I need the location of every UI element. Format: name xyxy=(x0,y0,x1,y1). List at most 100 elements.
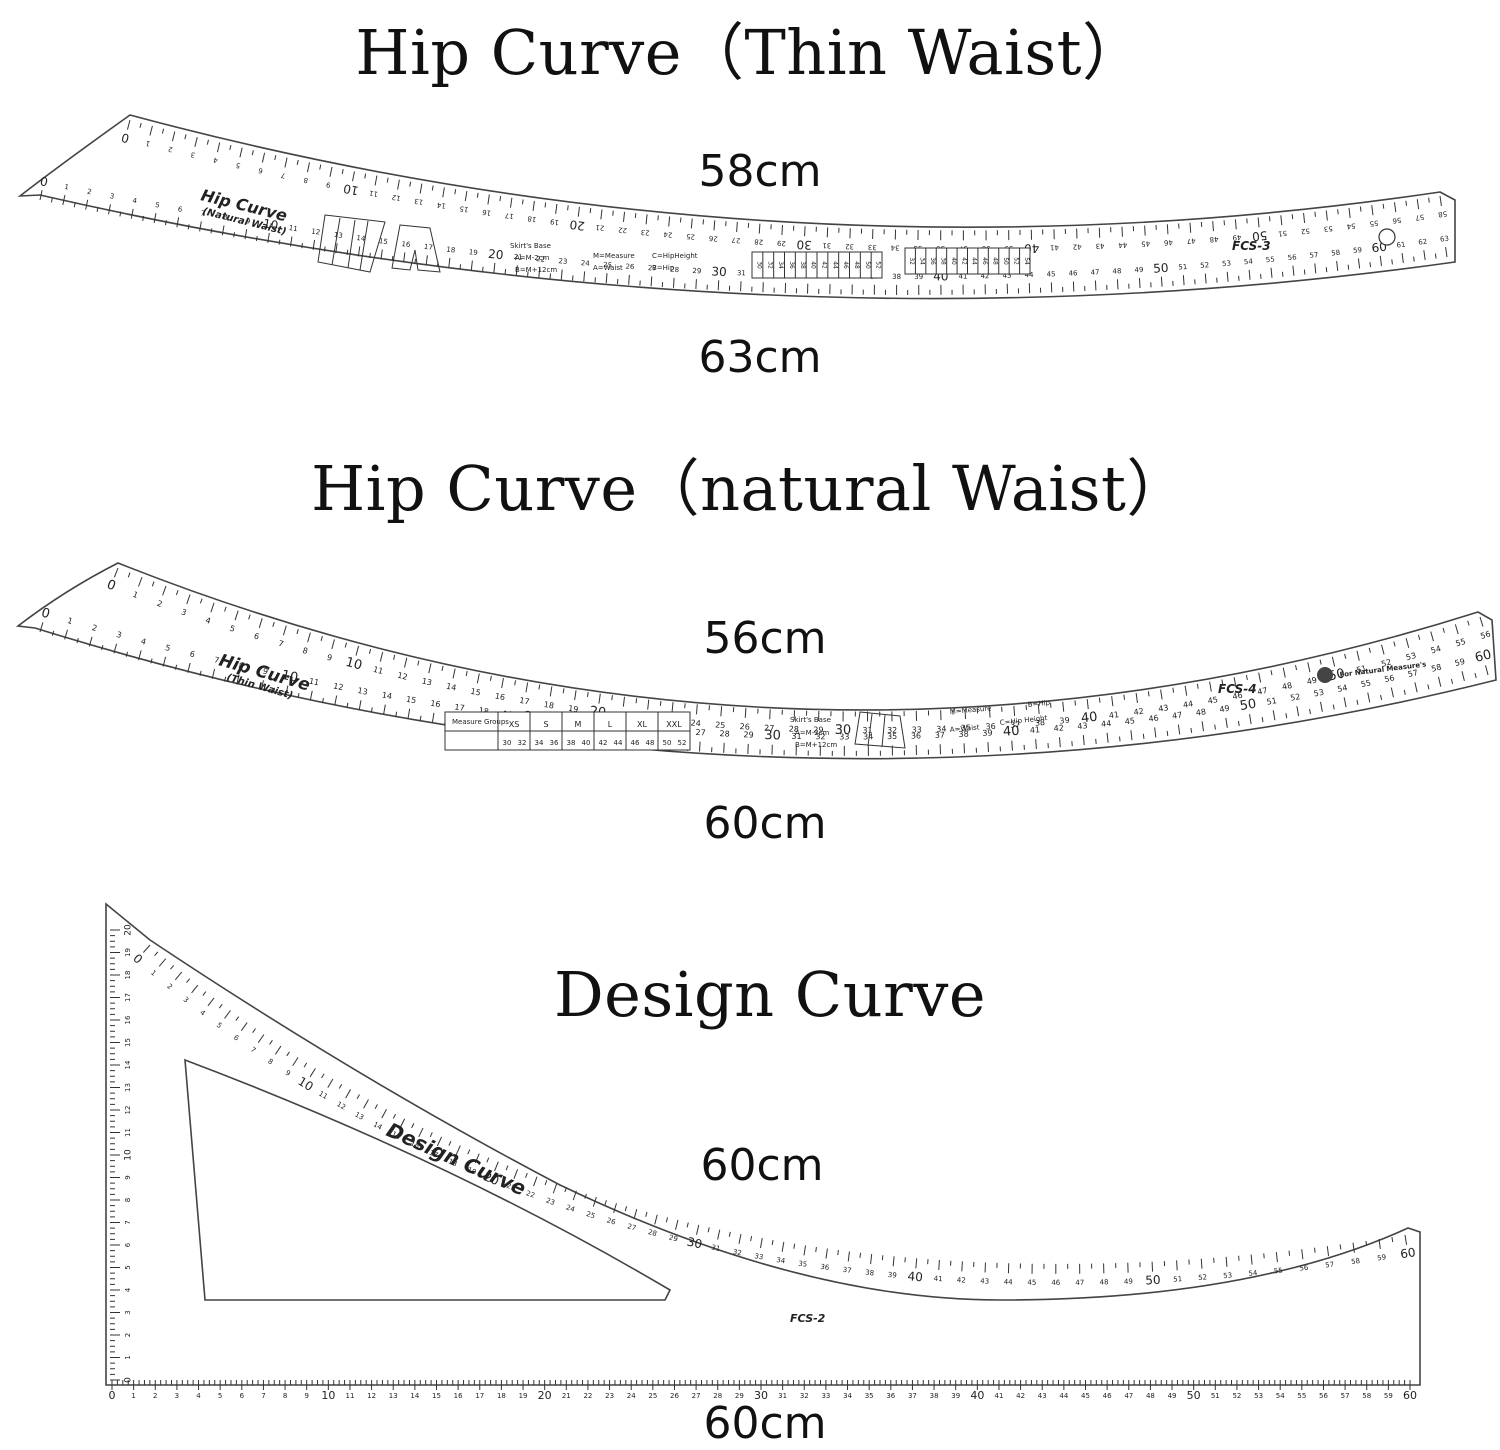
scale-number: 38 xyxy=(892,273,901,281)
scale-number: 29 xyxy=(777,239,786,248)
scale-tick xyxy=(1313,1247,1316,1253)
scale-number: 55 xyxy=(1455,637,1467,649)
scale-tick xyxy=(158,958,167,967)
scale-tick xyxy=(961,1261,963,1272)
scale-number: 6 xyxy=(189,649,196,659)
scale-tick xyxy=(1368,647,1371,653)
scale-number: 58 xyxy=(1351,1257,1361,1266)
scale-number: 41 xyxy=(995,1392,1004,1400)
scale-number: 56 xyxy=(1299,1264,1309,1273)
scale-tick xyxy=(441,665,444,671)
scale-tick xyxy=(1111,696,1114,707)
scale-number: 3 xyxy=(175,1392,179,1400)
scale-number: 19 xyxy=(124,948,132,957)
scale-tick xyxy=(236,674,240,685)
scale-number: 33 xyxy=(839,732,849,741)
scale-tick xyxy=(1325,267,1328,273)
ruler2-note-1: Skirt's Base xyxy=(790,716,831,724)
table-cell: 38 xyxy=(567,739,576,747)
scale-tick xyxy=(1142,733,1145,739)
scale-number: 51 xyxy=(1173,1275,1182,1284)
scale-number: 52 xyxy=(1200,261,1210,270)
table-cell: 40 xyxy=(582,739,591,747)
scale-number: 25 xyxy=(686,232,696,241)
scale-tick xyxy=(633,1209,638,1219)
scale-tick xyxy=(544,202,547,208)
scale-tick xyxy=(713,220,716,231)
scale-tick xyxy=(634,213,637,219)
scale-number: 22 xyxy=(536,255,546,264)
scale-tick xyxy=(476,192,479,198)
scale-tick xyxy=(88,636,93,647)
scale-tick xyxy=(297,693,300,699)
scale-tick xyxy=(218,1003,223,1009)
scale-number: 27 xyxy=(731,236,740,245)
scale-number: 8 xyxy=(301,646,308,656)
scale-tick xyxy=(113,643,118,654)
table-cell: 48 xyxy=(853,261,860,269)
scale-tick xyxy=(624,1206,628,1212)
scale-tick xyxy=(296,629,299,635)
scale-tick xyxy=(1184,685,1188,696)
scale-tick xyxy=(221,225,225,236)
scale-number: 5 xyxy=(124,1265,132,1269)
scale-number: 1 xyxy=(131,1392,135,1400)
scale-tick xyxy=(1058,737,1061,748)
ruler1-note-4: M=Measure xyxy=(593,252,635,260)
scale-number: 59 xyxy=(1454,657,1466,668)
scale-tick xyxy=(696,1224,700,1235)
scale-tick xyxy=(837,1250,839,1256)
scale-tick xyxy=(1379,255,1382,266)
scale-number: 20 xyxy=(482,1169,501,1188)
scale-number: 54 xyxy=(1244,257,1254,266)
table-cell: 46 xyxy=(631,739,640,747)
scale-tick xyxy=(695,704,698,715)
scale-tick xyxy=(307,632,311,643)
scale-tick xyxy=(1123,694,1126,700)
scale-tick xyxy=(1116,279,1119,290)
scale-tick xyxy=(1209,681,1212,692)
scale-number: 56 xyxy=(1287,253,1297,262)
scale-number: 20 xyxy=(124,924,134,936)
scale-tick xyxy=(583,271,586,282)
scale-number: 16 xyxy=(454,1392,463,1400)
scale-tick xyxy=(244,229,248,240)
scale-number: 6 xyxy=(177,205,183,214)
scale-tick xyxy=(130,208,134,219)
scale-number: 20 xyxy=(538,1389,552,1402)
scale-tick xyxy=(319,164,322,170)
scale-tick xyxy=(171,131,176,142)
scale-tick xyxy=(296,159,299,165)
scale-tick xyxy=(987,742,989,753)
scale-number: 54 xyxy=(1337,683,1349,694)
scale-tick xyxy=(292,1057,299,1067)
scale-tick xyxy=(654,1214,658,1225)
scale-tick xyxy=(274,155,277,161)
scale-tick xyxy=(1403,689,1406,695)
scale-number: 39 xyxy=(1059,716,1070,726)
scale-number: 42 xyxy=(957,1276,966,1284)
dim-thin-inner: 58cm xyxy=(698,146,822,197)
scale-number: 45 xyxy=(1046,270,1055,278)
scale-number: 2 xyxy=(91,623,98,633)
scale-tick xyxy=(622,211,626,222)
scale-number: 57 xyxy=(1407,668,1419,679)
scale-tick xyxy=(1401,252,1404,264)
title-design-curve: Design Curve xyxy=(553,958,987,1031)
hip-curve-natural-waist-ruler: 0123456789101112131415161718192021222324… xyxy=(15,562,1497,760)
scale-tick xyxy=(549,686,553,697)
scale-tick xyxy=(650,276,653,287)
scale-tick xyxy=(1166,224,1169,235)
table-cell: XL xyxy=(637,720,647,729)
scale-number: 17 xyxy=(504,211,514,220)
scale-tick xyxy=(672,277,675,288)
ruler2-body xyxy=(15,562,1497,760)
table-cell: S xyxy=(543,720,548,729)
scale-tick xyxy=(1430,631,1434,642)
scale-number: 25 xyxy=(603,261,613,270)
scale-number: 11 xyxy=(124,1128,132,1137)
scale-tick xyxy=(224,1010,231,1019)
scale-number: 37 xyxy=(908,1392,917,1400)
scale-number: 53 xyxy=(1223,1271,1233,1280)
